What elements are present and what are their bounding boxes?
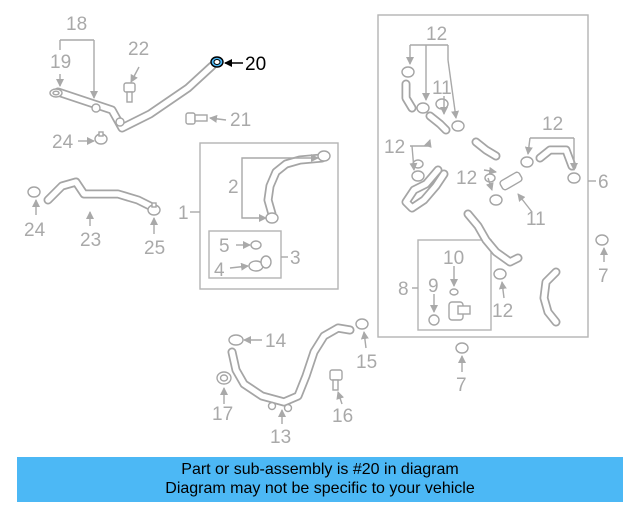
- callout-10: 10: [443, 248, 464, 269]
- callout-12-mid: 12: [456, 168, 477, 189]
- group-box-3: [208, 230, 282, 279]
- callout-4: 4: [214, 260, 225, 281]
- callout-24-left: 24: [24, 220, 46, 241]
- clamp-14: [228, 334, 244, 346]
- clamp-15: [355, 318, 369, 330]
- clamp-12-bottom: [493, 268, 507, 280]
- callout-2: 2: [228, 177, 239, 198]
- coolant-pipe-13: [227, 323, 355, 413]
- connector-11: [484, 171, 523, 206]
- clamp-7-bottom: [455, 342, 469, 354]
- clamp-5: [250, 240, 262, 250]
- group-box-8: [417, 239, 492, 331]
- hose-2: [263, 150, 331, 224]
- callout-1: 1: [178, 203, 189, 224]
- fitting-9: [428, 288, 471, 326]
- hose-middle: [463, 209, 523, 267]
- callout-16: 16: [332, 406, 353, 427]
- callout-19: 19: [50, 52, 71, 73]
- clamp-24-top: [94, 131, 108, 145]
- callout-5: 5: [219, 236, 230, 257]
- callout-12-right: 12: [542, 114, 563, 135]
- callout-7-bottom: 7: [456, 375, 467, 396]
- info-banner: Part or sub-assembly is #20 in diagram D…: [17, 457, 623, 502]
- callout-11-top: 11: [432, 78, 452, 99]
- banner-line-1: Part or sub-assembly is #20 in diagram: [181, 461, 459, 478]
- callout-3: 3: [290, 248, 301, 269]
- callout-24-top: 24: [52, 132, 74, 153]
- hose-lower-12: [401, 159, 449, 213]
- callout-25: 25: [144, 238, 165, 259]
- clamp-24-left: [27, 186, 41, 198]
- o-ring-19: [49, 88, 63, 98]
- group-box-6: [377, 14, 589, 338]
- clamp-20-highlighted[interactable]: [210, 56, 224, 68]
- callout-17: 17: [212, 404, 233, 425]
- callout-22: 22: [128, 39, 149, 60]
- clamp-7-right: [595, 234, 609, 246]
- hose-upper-right: [471, 137, 581, 184]
- callout-12-bottom: 12: [492, 301, 513, 322]
- clamp-25: [147, 202, 161, 216]
- callout-15: 15: [356, 352, 377, 373]
- hose-right: [539, 267, 561, 327]
- callout-21: 21: [230, 110, 251, 131]
- callout-18: 18: [66, 14, 87, 35]
- callout-12-top: 12: [426, 24, 447, 45]
- o-ring-17: [216, 371, 232, 385]
- leader-lines: [32, 39, 608, 424]
- group-box-1: [199, 142, 339, 290]
- callout-12-left: 12: [384, 137, 405, 158]
- callout-6: 6: [598, 172, 609, 193]
- callout-9: 9: [428, 276, 439, 297]
- callout-numbers: 18 19 22 20 21 24 24 23 25 1 2 5 4 3 12 …: [24, 14, 609, 448]
- bolt-21: [185, 112, 208, 125]
- hose-assembly-12: [401, 66, 465, 135]
- callout-13: 13: [270, 427, 291, 448]
- coolant-pipe-18: [53, 61, 217, 133]
- callout-7-right: 7: [598, 266, 609, 287]
- bolt-22: [123, 82, 136, 103]
- callout-23: 23: [80, 230, 101, 251]
- coolant-pipe-23: [43, 177, 155, 211]
- banner-line-2: Diagram may not be specific to your vehi…: [165, 480, 475, 497]
- callout-8: 8: [398, 279, 409, 300]
- connector-4: [248, 255, 272, 272]
- callout-11-mid: 11: [526, 209, 546, 230]
- callout-14: 14: [265, 331, 287, 352]
- callout-20[interactable]: 20: [245, 54, 266, 75]
- bolt-16: [329, 369, 343, 391]
